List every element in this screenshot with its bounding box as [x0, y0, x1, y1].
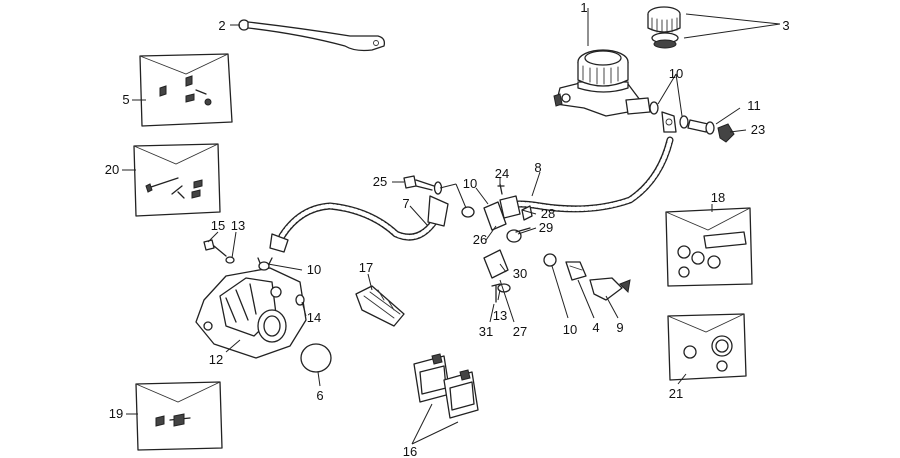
label-1: 1 [580, 0, 587, 15]
banjo-fitting-upper [649, 101, 735, 143]
label-3: 3 [782, 18, 789, 33]
label-19: 19 [109, 406, 123, 421]
reservoir-cap [647, 6, 681, 49]
part-labels: 1 2 3 10 11 23 5 20 8 24 25 10 18 7 28 1… [105, 0, 790, 458]
label-13-lower: 13 [493, 308, 507, 323]
label-12: 12 [209, 352, 223, 367]
hardware-kit-20 [133, 143, 221, 217]
label-23: 23 [751, 122, 765, 137]
label-26: 26 [473, 232, 487, 247]
label-13-upper: 13 [231, 218, 245, 233]
label-29: 29 [539, 220, 553, 235]
seal-kit-21 [667, 313, 747, 381]
brake-junction [483, 183, 533, 303]
label-31: 31 [479, 324, 493, 339]
label-4: 4 [592, 320, 599, 335]
hardware-kit-19 [135, 381, 223, 451]
label-25: 25 [373, 174, 387, 189]
brake-hose-upper [502, 136, 674, 213]
banjo-bolt-25 [403, 175, 475, 218]
label-7: 7 [402, 196, 409, 211]
label-24: 24 [495, 166, 509, 181]
label-10-lower: 10 [563, 322, 577, 337]
label-15: 15 [211, 218, 225, 233]
label-21: 21 [669, 386, 683, 401]
caliper-plug [300, 343, 332, 373]
seal-kit-18 [665, 207, 753, 287]
label-5: 5 [122, 92, 129, 107]
label-10-top: 10 [669, 66, 683, 81]
label-10-caliper: 10 [307, 262, 321, 277]
label-18: 18 [711, 190, 725, 205]
label-27: 27 [513, 324, 527, 339]
label-14: 14 [307, 310, 321, 325]
label-10-mid: 10 [463, 176, 477, 191]
label-9: 9 [616, 320, 623, 335]
label-6: 6 [316, 388, 323, 403]
brake-caliper [195, 257, 307, 359]
label-11: 11 [747, 98, 761, 113]
stop-light-switch [543, 253, 631, 301]
label-28: 28 [541, 206, 555, 221]
pad-spring [355, 285, 405, 327]
label-16: 16 [403, 444, 417, 458]
brake-lever [238, 19, 386, 52]
leader-lines [122, 8, 781, 445]
brake-pads [413, 353, 479, 419]
label-20: 20 [105, 162, 119, 177]
master-cylinder [553, 49, 651, 117]
label-30: 30 [513, 266, 527, 281]
brake-hose-lower [269, 195, 449, 253]
label-2: 2 [218, 18, 225, 33]
label-8: 8 [534, 160, 541, 175]
hardware-kit-5 [139, 53, 233, 127]
label-17: 17 [359, 260, 373, 275]
